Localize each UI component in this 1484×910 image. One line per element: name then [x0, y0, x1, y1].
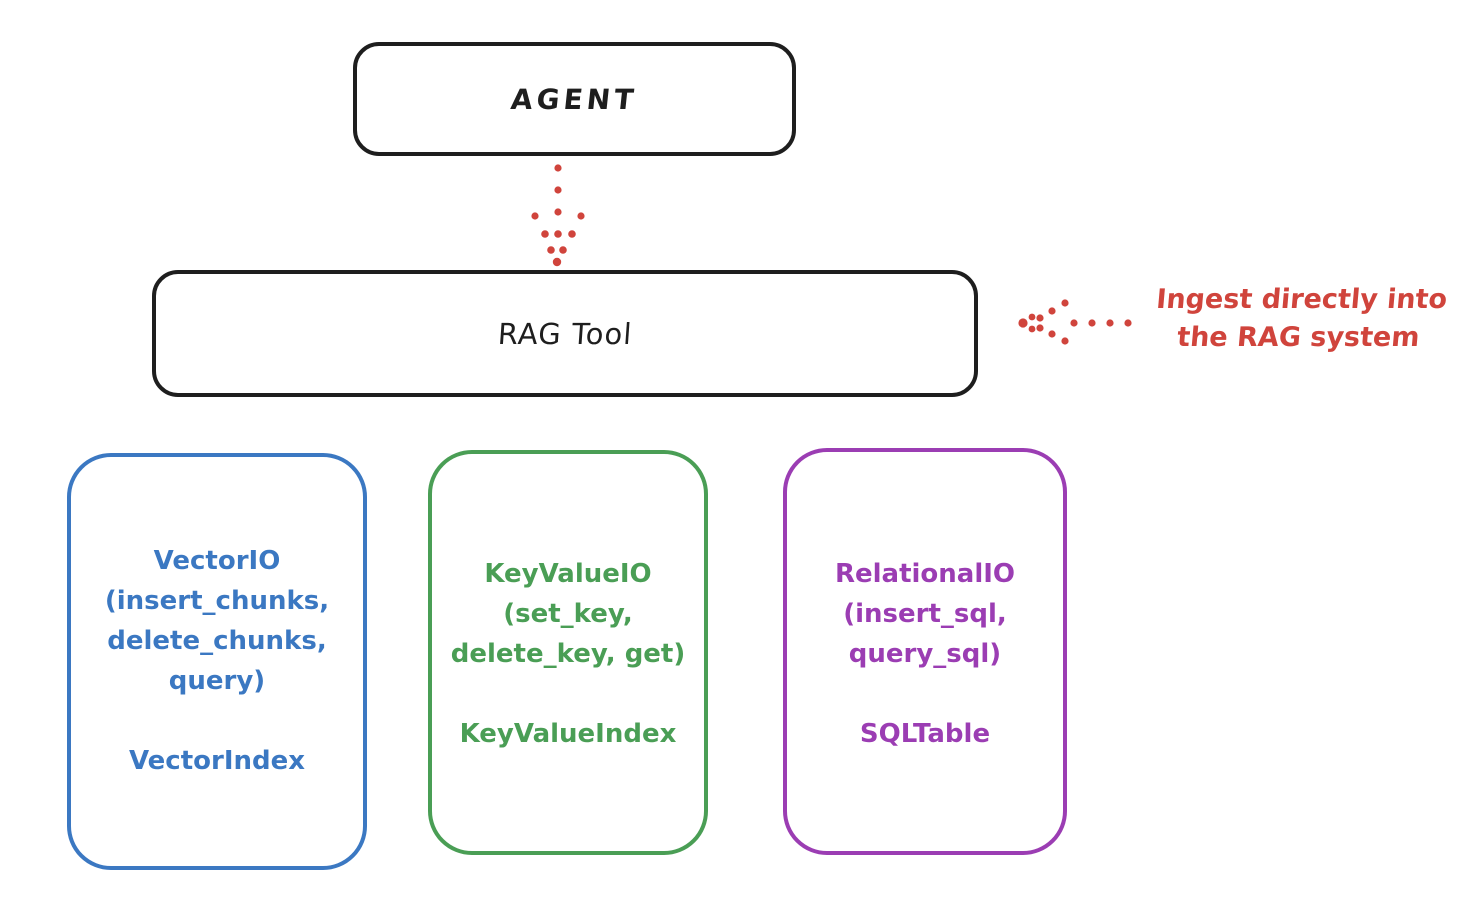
backend-box-vector-io-content: VectorIO (insert_chunks, delete_chunks, …: [71, 457, 363, 866]
rag-tool-box-label: RAG Tool: [496, 316, 634, 351]
backend-io-line: (insert_sql,: [843, 599, 1007, 629]
backend-box-relational-io: RelationalIO (insert_sql, query_sql) SQL…: [783, 448, 1067, 855]
backend-index-label: VectorIndex: [128, 746, 306, 776]
backend-index-label: KeyValueIndex: [459, 719, 677, 749]
backend-io-line: RelationalIO: [834, 559, 1016, 589]
arrow-annotation-to-ragtool-icon: [1018, 299, 1132, 345]
agent-box: AGENT: [353, 42, 796, 156]
backend-io-line: (set_key,: [503, 599, 633, 629]
ingest-annotation-line1: Ingest directly into: [1155, 284, 1449, 315]
arrow-agent-to-ragtool-icon: [531, 164, 585, 267]
ingest-annotation-line2: the RAG system: [1175, 322, 1421, 353]
backend-io-line: query_sql): [848, 639, 1002, 669]
backend-box-keyvalue-io: KeyValueIO (set_key, delete_key, get) Ke…: [428, 450, 708, 855]
backend-box-vector-io: VectorIO (insert_chunks, delete_chunks, …: [67, 453, 367, 870]
backend-io-line: delete_chunks,: [107, 626, 327, 656]
backend-io-line: KeyValueIO: [484, 559, 652, 589]
ingest-annotation: Ingest directly into the RAG system: [1127, 281, 1474, 357]
backend-io-line: (insert_chunks,: [104, 586, 330, 616]
backend-io-line: query): [168, 666, 266, 696]
rag-tool-box: RAG Tool: [152, 270, 978, 397]
agent-box-label: AGENT: [509, 82, 640, 116]
backend-io-line: VectorIO: [153, 546, 281, 576]
backend-box-keyvalue-io-content: KeyValueIO (set_key, delete_key, get) Ke…: [432, 454, 704, 851]
backend-box-relational-io-content: RelationalIO (insert_sql, query_sql) SQL…: [787, 452, 1063, 851]
backend-io-line: delete_key, get): [450, 639, 686, 669]
backend-index-label: SQLTable: [859, 719, 991, 749]
